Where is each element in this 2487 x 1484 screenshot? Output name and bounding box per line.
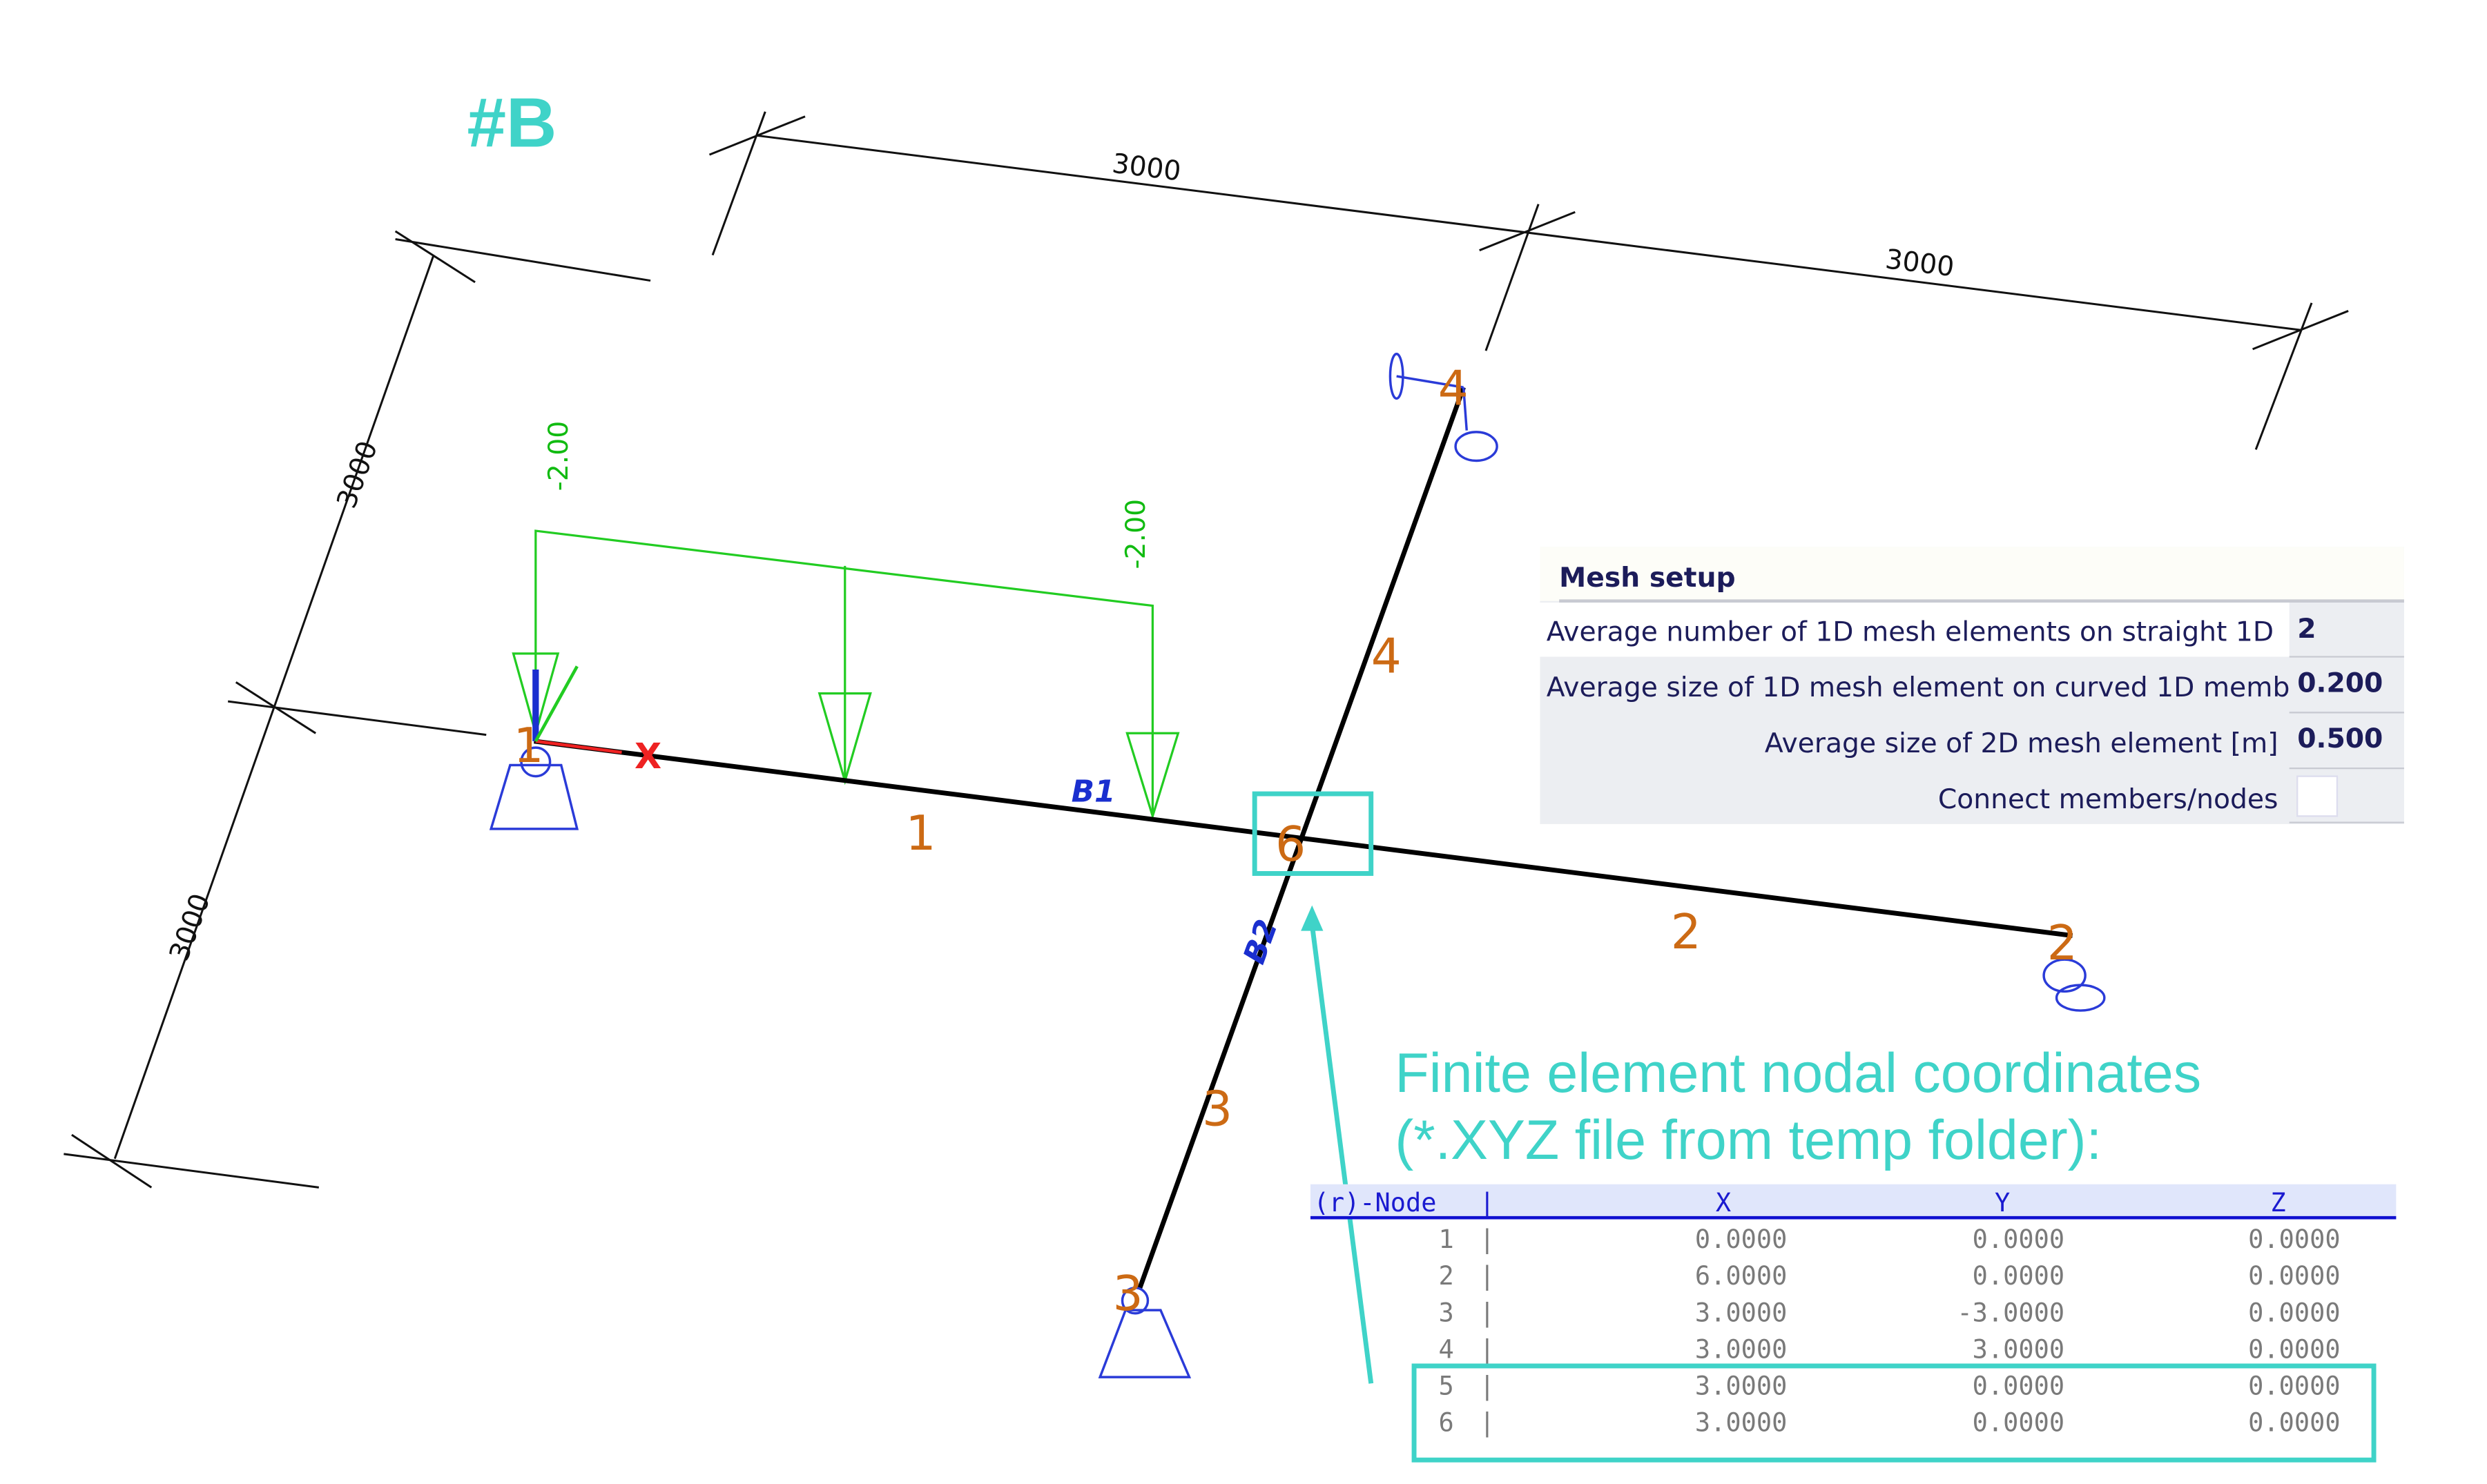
coordinate-axes-icon: X: [532, 665, 661, 777]
table-cell: 0.0000: [1973, 1371, 2064, 1401]
table-cell: |: [1480, 1261, 1495, 1291]
table-cell: 3.0000: [1695, 1298, 1787, 1327]
mesh-value-input[interactable]: 0.200: [2297, 667, 2383, 699]
mesh-element-number: 3: [1202, 1082, 1232, 1137]
table-cell: 0.0000: [2248, 1261, 2340, 1291]
table-cell: |: [1480, 1334, 1495, 1365]
table-cell: 0.0000: [2248, 1408, 2340, 1438]
pointer-arrow: [1309, 924, 1374, 1384]
dimension-top: 3000 3000: [708, 111, 2349, 450]
table-cell: 5: [1439, 1371, 1454, 1401]
table-cell: 0.0000: [2248, 1371, 2340, 1401]
table-header: Z: [2270, 1188, 2285, 1218]
dimension-label: 3000: [1884, 244, 1956, 283]
dimension-label: 3000: [331, 437, 384, 512]
dimension-label: 3000: [164, 890, 216, 965]
caption-line-2: (*.XYZ file from temp folder):: [1395, 1109, 2102, 1171]
mesh-value-input[interactable]: 0.500: [2297, 723, 2383, 754]
table-cell: 3.0000: [1695, 1334, 1787, 1364]
table-cell: |: [1480, 1408, 1495, 1438]
figure-label: #B: [467, 84, 557, 162]
arrow-head-icon: [1301, 905, 1324, 931]
node-number: 2: [2047, 916, 2078, 971]
highlight-node-box: [1252, 791, 1374, 876]
table-cell: 3.0000: [1695, 1408, 1787, 1438]
table-header: X: [1716, 1188, 1731, 1218]
mesh-row-label: Connect members/nodes: [1938, 784, 2278, 815]
table-cell: 0.0000: [1973, 1224, 2064, 1254]
member-label-b2: B2: [1237, 915, 1285, 969]
table-cell: 3: [1439, 1298, 1454, 1327]
mesh-row-label: Average size of 2D mesh element [m]: [1765, 728, 2278, 759]
mesh-element-number: 1: [905, 806, 936, 861]
load-value: -2.00: [1121, 499, 1152, 569]
mesh-element-number: 4: [1371, 629, 1402, 685]
table-cell: 6.0000: [1695, 1261, 1787, 1291]
table-cell: 2: [1439, 1261, 1454, 1291]
node-number: 3: [1113, 1267, 1143, 1322]
table-cell: 6: [1439, 1408, 1454, 1438]
mesh-row-label: Average size of 1D mesh element on curve…: [1547, 672, 2290, 703]
highlight-rows-box: [1411, 1363, 2377, 1463]
table-cell: -3.0000: [1957, 1298, 2064, 1327]
caption-line-1: Finite element nodal coordinates: [1395, 1042, 2201, 1104]
table-header: (r)-Node: [1314, 1188, 1437, 1218]
mesh-value-input[interactable]: 2: [2297, 614, 2316, 645]
dimension-left: 3000 3000: [64, 230, 651, 1189]
table-header: Y: [1995, 1188, 2010, 1218]
node-number: 1: [513, 719, 543, 774]
table-cell: 0.0000: [2248, 1298, 2340, 1327]
table-cell: 1: [1439, 1224, 1454, 1254]
table-cell: 4: [1439, 1334, 1454, 1364]
mesh-setup-title: Mesh setup: [1559, 563, 1735, 594]
axis-x-label: X: [635, 736, 661, 777]
mesh-row-label: Average number of 1D mesh elements on st…: [1547, 616, 2274, 647]
mesh-element-number: 2: [1671, 905, 1701, 960]
mesh-setup-panel: Mesh setup Average number of 1D mesh ele…: [1540, 547, 2404, 824]
node-coordinates-table: (r)-Node | X Y Z 1 | 0.0000 0.0000 0.0000 2 | 6…: [1310, 1184, 2397, 1463]
table-cell: 0.0000: [1695, 1224, 1787, 1254]
table-cell: 0.0000: [1973, 1408, 2064, 1438]
table-cell: |: [1480, 1298, 1495, 1328]
table-cell: 3.0000: [1695, 1371, 1787, 1401]
connect-members-checkbox[interactable]: [2296, 775, 2339, 817]
line-load[interactable]: -2.00 -2.00: [512, 421, 1180, 820]
table-cell: |: [1480, 1371, 1495, 1402]
support-icon[interactable]: [489, 353, 2106, 1378]
table-cell: 3.0000: [1973, 1334, 2064, 1364]
table-header: |: [1480, 1188, 1495, 1218]
node-number: 4: [1438, 362, 1469, 417]
mesh-element-number: 6: [1275, 817, 1306, 872]
beam-b2[interactable]: [1137, 387, 1466, 1289]
load-value: -2.00: [543, 421, 574, 491]
table-cell: |: [1480, 1224, 1495, 1255]
table-cell: 0.0000: [1973, 1261, 2064, 1291]
table-cell: 0.0000: [2248, 1224, 2340, 1254]
member-label-b1: B1: [1072, 774, 1116, 810]
table-cell: 0.0000: [2248, 1334, 2340, 1364]
